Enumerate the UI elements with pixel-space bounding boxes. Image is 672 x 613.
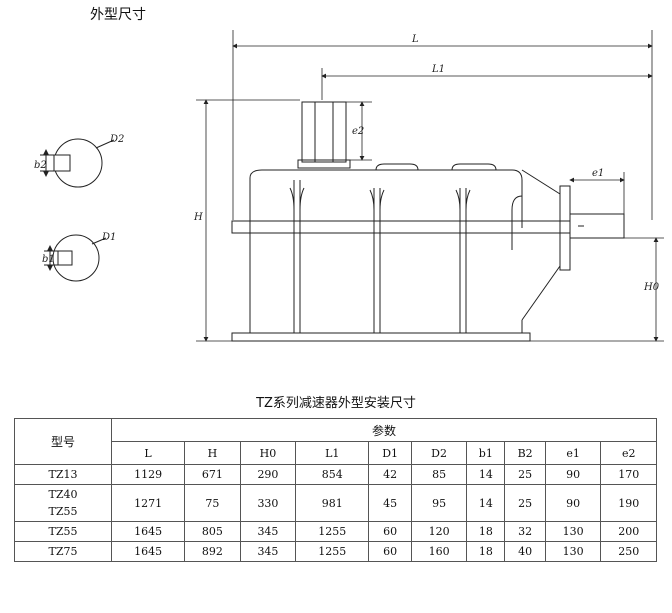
- value-cell: 250: [600, 541, 657, 562]
- dim-label-H0: H0: [643, 282, 660, 293]
- value-cell: 18: [466, 541, 506, 562]
- column-headers-row: L H H0 L1 D1 D2 b1 B2 e1 e2: [15, 441, 657, 465]
- value-cell: 25: [504, 484, 546, 522]
- value-cell: 40: [504, 541, 546, 562]
- value-cell: 981: [295, 484, 370, 522]
- model-cell: TZ75: [14, 541, 112, 562]
- column-header: L: [110, 441, 186, 465]
- value-cell: 190: [600, 484, 657, 522]
- value-cell: 290: [239, 464, 297, 485]
- value-cell: 1645: [110, 521, 186, 542]
- column-header: H0: [239, 441, 297, 465]
- value-cell: 75: [184, 484, 241, 522]
- dim-label-b1: b1: [42, 254, 55, 265]
- table-row: TZ55 1645 805 345 1255 60 120 18 32 130 …: [14, 521, 657, 542]
- value-cell: 170: [600, 464, 657, 485]
- dim-label-e1: e1: [592, 168, 604, 179]
- value-cell: 18: [466, 521, 506, 542]
- dim-label-L1: L1: [431, 64, 445, 75]
- model-column-header: 型号: [14, 418, 112, 465]
- value-cell: 200: [600, 521, 657, 542]
- value-cell: 130: [544, 521, 602, 542]
- params-column-header: 参数: [111, 418, 657, 442]
- value-cell: 160: [410, 541, 468, 562]
- model-cell: TZ55: [14, 521, 112, 542]
- value-cell: 1271: [110, 484, 186, 522]
- column-header: e2: [600, 441, 657, 465]
- dim-label-b2: b2: [34, 160, 47, 171]
- value-cell: 90: [544, 464, 602, 485]
- column-header: e1: [544, 441, 602, 465]
- value-cell: 854: [295, 464, 370, 485]
- gearbox-outline-drawing: L L1 e2 e1 H H0 D2 D1 b2 b1: [34, 30, 664, 342]
- value-cell: 25: [504, 464, 546, 485]
- value-cell: 1129: [110, 464, 186, 485]
- value-cell: 130: [544, 541, 602, 562]
- value-cell: 345: [239, 541, 297, 562]
- dim-label-H: H: [193, 212, 203, 223]
- dim-label-e2: e2: [352, 126, 364, 137]
- column-header: D1: [368, 441, 412, 465]
- column-header: D2: [410, 441, 468, 465]
- value-cell: 330: [239, 484, 297, 522]
- value-cell: 90: [544, 484, 602, 522]
- value-cell: 120: [410, 521, 468, 542]
- value-cell: 1645: [110, 541, 186, 562]
- column-header: b1: [466, 441, 506, 465]
- table-row: TZ40 TZ55 1271 75 330 981 45 95 14 25 90…: [14, 484, 657, 522]
- table-title: TZ系列减速器外型安装尺寸: [256, 396, 416, 411]
- value-cell: 85: [410, 464, 468, 485]
- input-shaft-section-view: [44, 234, 107, 282]
- dim-label-D2: D2: [109, 134, 124, 145]
- value-cell: 671: [184, 464, 241, 485]
- value-cell: 1255: [295, 521, 370, 542]
- value-cell: 60: [368, 521, 412, 542]
- table-row: TZ13 1129 671 290 854 42 85 14 25 90 170: [14, 464, 657, 485]
- value-cell: 345: [239, 521, 297, 542]
- column-header: L1: [295, 441, 370, 465]
- value-cell: 45: [368, 484, 412, 522]
- value-cell: 14: [466, 464, 506, 485]
- dim-label-L: L: [411, 34, 419, 45]
- value-cell: 60: [368, 541, 412, 562]
- value-cell: 1255: [295, 541, 370, 562]
- page-title: 外型尺寸: [90, 7, 146, 23]
- value-cell: 95: [410, 484, 468, 522]
- value-cell: 892: [184, 541, 241, 562]
- column-header: H: [184, 441, 241, 465]
- value-cell: 805: [184, 521, 241, 542]
- model-cell: TZ13: [14, 464, 112, 485]
- column-header: B2: [504, 441, 546, 465]
- output-shaft-section-view: [40, 138, 115, 188]
- value-cell: 42: [368, 464, 412, 485]
- dimensions-table: 型号 参数 L H H0 L1 D1 D2 b1 B2 e1 e2 TZ13 1…: [14, 418, 657, 562]
- table-row: TZ75 1645 892 345 1255 60 160 18 40 130 …: [14, 541, 657, 562]
- dim-label-D1: D1: [101, 232, 116, 243]
- dimension-lines: [196, 30, 664, 342]
- value-cell: 14: [466, 484, 506, 522]
- value-cell: 32: [504, 521, 546, 542]
- model-cell: TZ40 TZ55: [14, 484, 112, 522]
- gearbox-body: [231, 101, 625, 342]
